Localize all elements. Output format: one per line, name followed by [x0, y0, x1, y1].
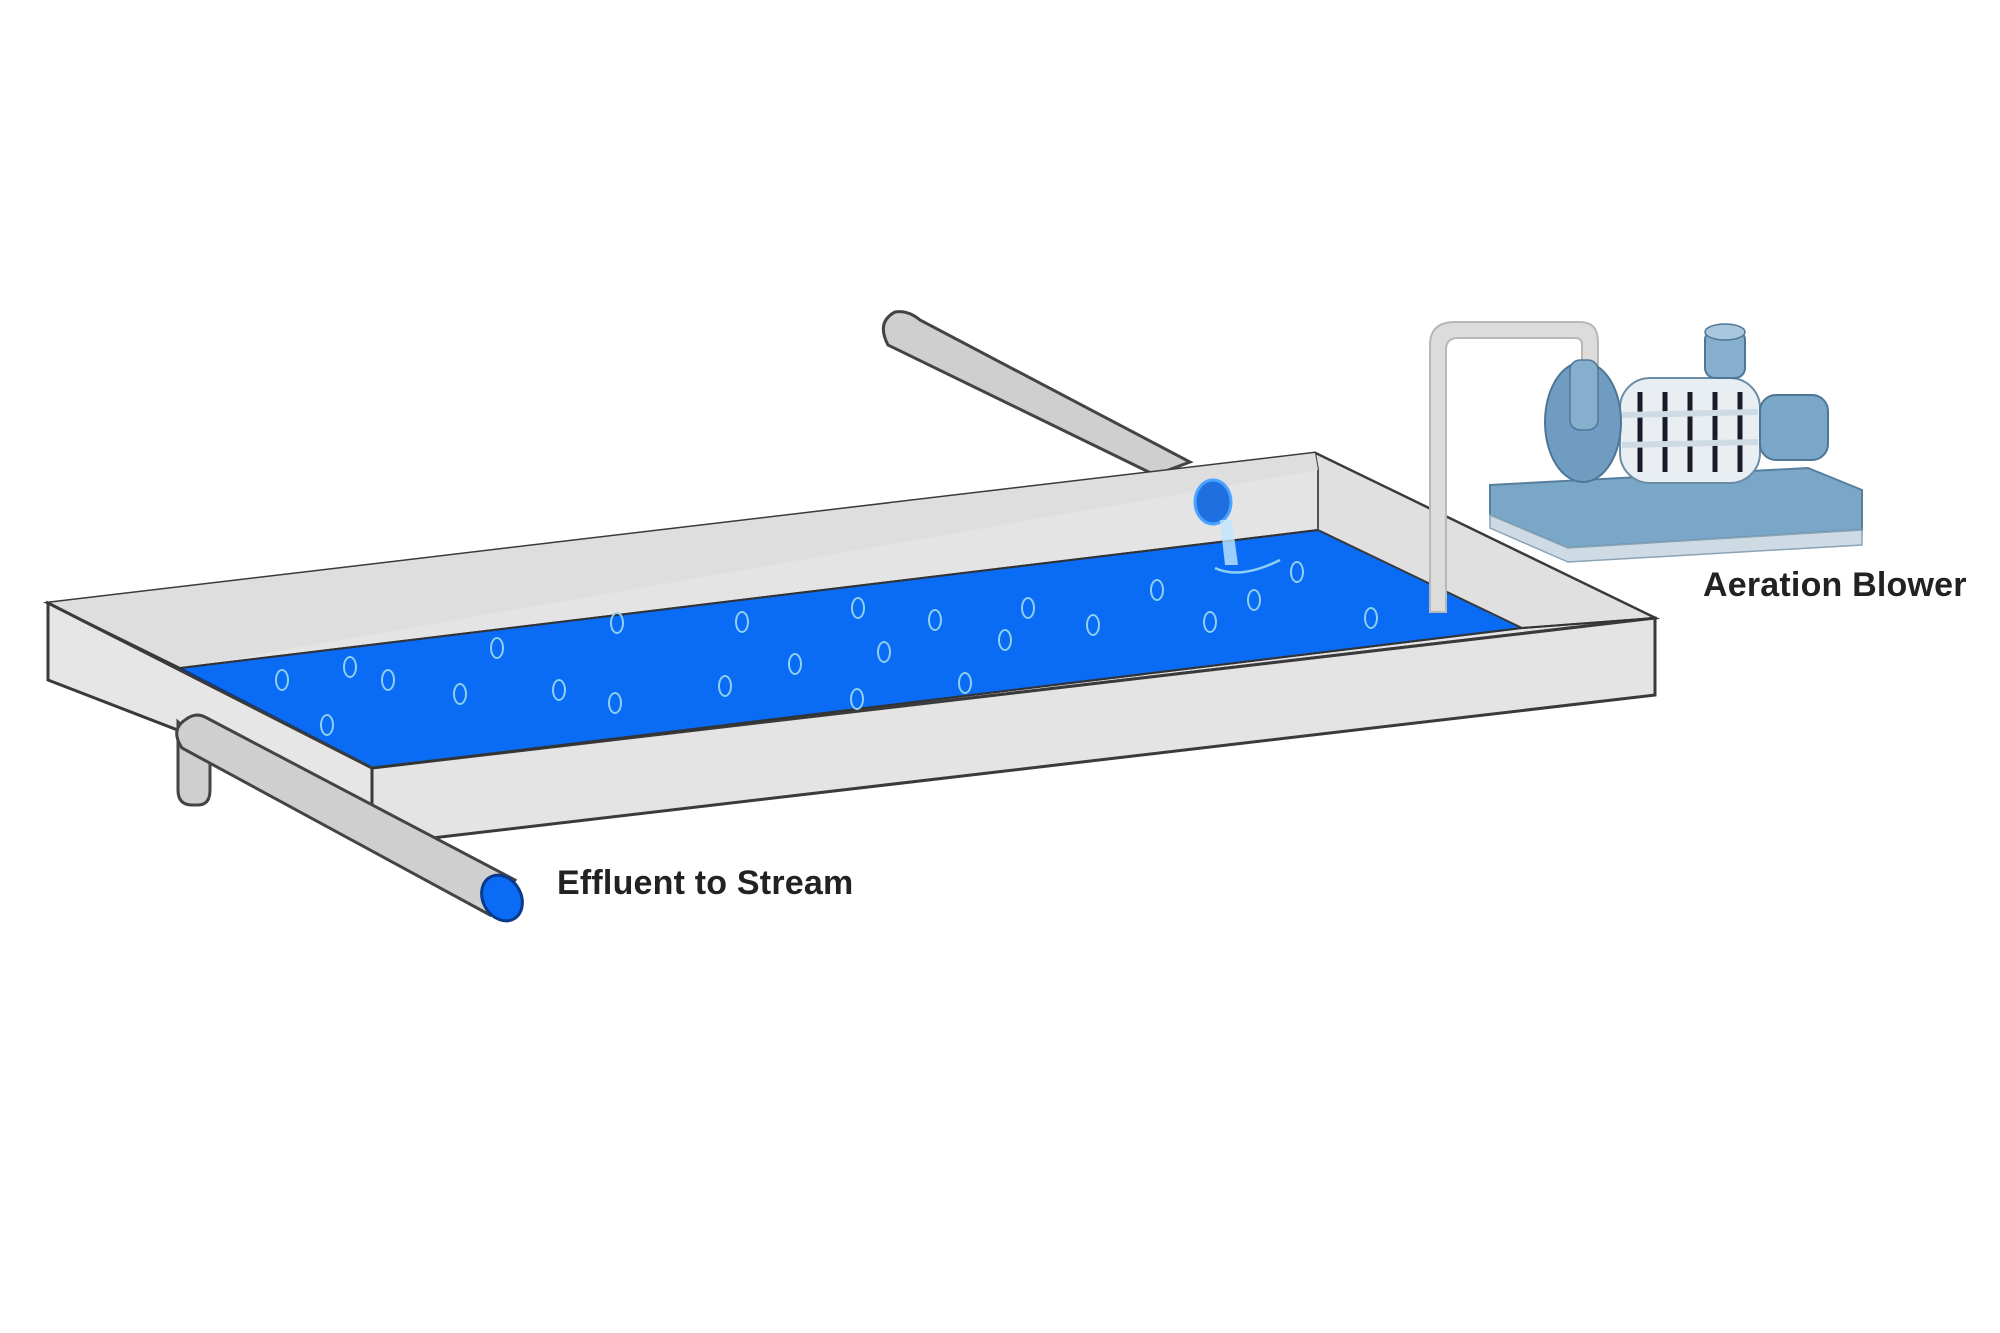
bubble-icon — [1150, 579, 1164, 601]
bubble-icon — [1364, 607, 1378, 629]
bubble-icon — [275, 669, 289, 691]
bubble-icon — [851, 597, 865, 619]
bubble-icon — [453, 683, 467, 705]
aeration-blower-label: Aeration Blower — [1703, 566, 1967, 604]
bubble-icon — [1203, 611, 1217, 633]
bubble-icon — [998, 629, 1012, 651]
bubble-icon — [928, 609, 942, 631]
bubble-icon — [343, 656, 357, 678]
bubble-icon — [788, 653, 802, 675]
bubble-icon — [718, 675, 732, 697]
bubble-icon — [735, 611, 749, 633]
bubble-icon — [608, 692, 622, 714]
bubble-icon — [490, 637, 504, 659]
bubble-icon — [958, 672, 972, 694]
effluent-label: Effluent to Stream — [557, 864, 854, 902]
bubble-icon — [1290, 561, 1304, 583]
influent-pipe — [881, 310, 1194, 477]
aeration-basin — [42, 451, 1661, 847]
bubble-icon — [320, 714, 334, 736]
bubble-icon — [381, 669, 395, 691]
aeration-blower — [1489, 323, 1863, 563]
bubble-icon — [850, 688, 864, 710]
bubble-icon — [877, 641, 891, 663]
bubble-icon — [1086, 614, 1100, 636]
bubble-icon — [1021, 597, 1035, 619]
bubble-icon — [610, 612, 624, 634]
bubble-icon — [1247, 589, 1261, 611]
influent-outlet — [1193, 478, 1281, 574]
effluent-pipe — [175, 713, 524, 923]
bubble-icon — [552, 679, 566, 701]
